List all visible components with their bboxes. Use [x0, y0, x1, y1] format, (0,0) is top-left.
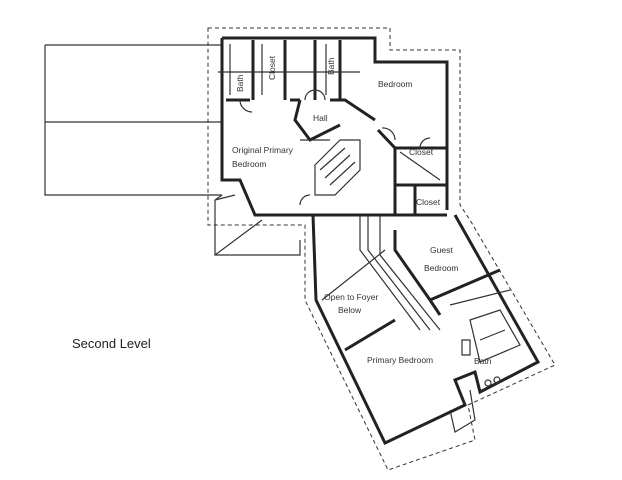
room-label-hall: Hall — [313, 113, 328, 123]
room-label-original-primary: Original Primary — [232, 145, 294, 155]
room-label-guest-2: Bedroom — [424, 263, 459, 273]
room-label-bath-left: Bath — [235, 74, 245, 92]
room-label-closet-lower: Closet — [416, 197, 441, 207]
room-label-open-foyer-2: Below — [338, 305, 362, 315]
room-label-bedroom: Bedroom — [378, 79, 413, 89]
garage-roof-outline — [44, 44, 301, 256]
room-label-bath-right: Bath — [326, 57, 336, 75]
wing-walls — [311, 214, 541, 445]
room-label-open-foyer: Open to Foyer — [324, 292, 379, 302]
room-label-original-primary-2: Bedroom — [232, 159, 267, 169]
room-label-guest: Guest — [430, 245, 453, 255]
room-label-closet-top: Closet — [267, 55, 277, 80]
level-title: Second Level — [72, 336, 151, 351]
dashed-outline — [207, 27, 556, 471]
main-walls — [220, 36, 449, 217]
room-label-closet-right: Closet — [409, 147, 434, 157]
room-label-bath-primary: Bath — [474, 356, 492, 366]
room-label-primary-bedroom: Primary Bedroom — [367, 355, 433, 365]
wing-interior — [321, 215, 521, 433]
interior-walls — [218, 40, 447, 215]
